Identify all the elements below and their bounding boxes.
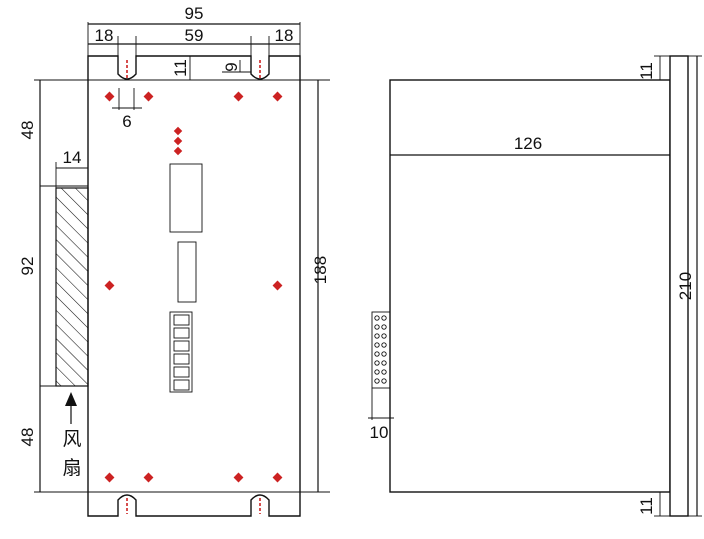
terminal-block: [169, 311, 193, 393]
dim-center-span: 59: [185, 26, 204, 45]
dim-connector-offset: 10: [370, 423, 389, 442]
dim-flange-bottom: 11: [637, 497, 656, 515]
dim-fan-width: 14: [63, 148, 82, 167]
side-body: [389, 79, 671, 493]
fan-label-line1: 风: [62, 428, 81, 450]
dim-side-depth: 126: [514, 134, 542, 153]
dim-front-overall-height: 188: [311, 256, 330, 284]
dim-flange-top: 11: [637, 62, 656, 80]
dim-slot-depth: 11: [171, 59, 190, 77]
dim-top-section: 48: [18, 121, 37, 140]
front-body-outline: [87, 55, 301, 517]
front-top-dimensions: [87, 22, 301, 110]
side-view: 126 11 210 10 11: [368, 55, 702, 517]
dim-right-margin: 18: [275, 26, 294, 45]
fan-label-line2: 扇: [62, 457, 81, 479]
side-connector: [368, 311, 394, 420]
dim-slot-offset: 9: [222, 62, 241, 71]
front-view: 95 18 59 18 11 9 6 48 14 92 48 188 风 扇: [18, 4, 330, 517]
dim-hole-dia: 6: [122, 112, 131, 131]
dim-fan-height: 92: [18, 257, 37, 276]
dim-bottom-section: 48: [18, 428, 37, 447]
side-dimensions: [390, 55, 702, 517]
label-slot: [177, 241, 197, 303]
side-flange: [669, 55, 689, 517]
fan-area: [55, 187, 89, 387]
front-side-dimensions: [34, 79, 330, 493]
dim-overall-width: 95: [185, 4, 204, 23]
dim-left-margin: 18: [95, 26, 114, 45]
display-window: [169, 163, 203, 233]
dim-side-overall-height: 210: [676, 272, 695, 300]
